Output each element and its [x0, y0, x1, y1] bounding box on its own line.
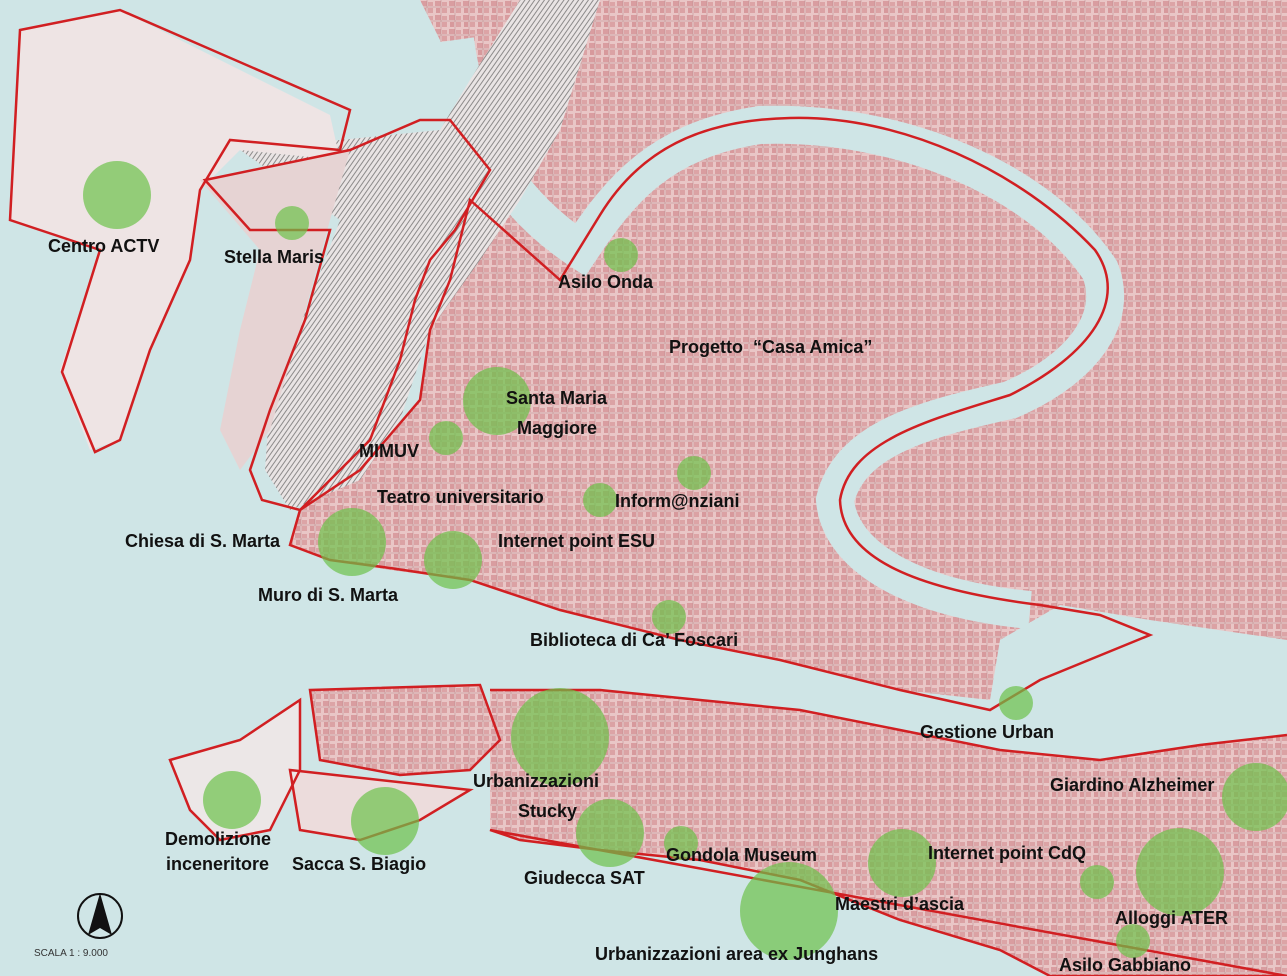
label-centro-actv: Centro ACTV	[48, 236, 160, 256]
label-santa-maria: Santa Maria	[506, 388, 608, 408]
label-informanziani: Inform@nziani	[615, 491, 740, 511]
map-scale: SCALA 1 : 9.000	[34, 948, 108, 959]
rail-yard	[240, 0, 600, 510]
marker-stella-maris[interactable]	[275, 206, 309, 240]
marker-centro-actv[interactable]	[83, 161, 151, 229]
label-muro-s-marta: Muro di S. Marta	[258, 585, 399, 605]
marker-mimuv[interactable]	[429, 421, 463, 455]
marker-chiesa-s-marta[interactable]	[318, 508, 386, 576]
label-junghans: Urbanizzazioni area ex Junghans	[595, 944, 879, 964]
marker-santa-maria-maggiore[interactable]	[463, 367, 531, 435]
marker-stucky[interactable]	[511, 688, 609, 786]
label-maggiore: Maggiore	[517, 418, 598, 438]
label-giudecca-sat: Giudecca SAT	[524, 868, 645, 888]
marker-informanziani[interactable]	[677, 456, 711, 490]
marker-asilo-onda[interactable]	[604, 238, 638, 272]
marker-giardino-alzheimer[interactable]	[1222, 763, 1287, 831]
label-demolizione: Demolizione	[165, 829, 272, 849]
marker-alloggi-ater[interactable]	[1136, 828, 1224, 916]
label-internet-point-cdq: Internet point CdQ	[928, 843, 1086, 863]
marker-teatro-universitario[interactable]	[583, 483, 617, 517]
label-casa-amica: Progetto “Casa Amica”	[669, 337, 873, 357]
city-landmass-south	[290, 115, 1110, 700]
label-urbanizzazioni-stucky-2: Stucky	[518, 801, 578, 821]
marker-maestri-ascia[interactable]	[868, 829, 936, 897]
label-biblioteca: Biblioteca di Ca’ Foscari	[530, 630, 739, 650]
label-asilo-gabbiano: Asilo Gabbiano	[1059, 955, 1192, 975]
tronchetto-island	[10, 10, 340, 450]
marker-junghans[interactable]	[740, 862, 838, 960]
label-teatro-universitario: Teatro universitario	[377, 487, 544, 507]
marker-gondola-museum[interactable]	[664, 826, 698, 860]
label-gestione-urban: Gestione Urban	[920, 722, 1055, 742]
city-landmass	[420, 0, 1287, 640]
label-mimuv: MIMUV	[359, 441, 419, 461]
label-stella-maris: Stella Maris	[224, 247, 325, 267]
marker-gestione-urban[interactable]	[999, 686, 1033, 720]
label-gondola-museum: Gondola Museum	[666, 845, 818, 865]
marker-muro-s-marta[interactable]	[424, 531, 482, 589]
marker-giudecca-sat[interactable]	[576, 799, 644, 867]
north-arrow-icon	[77, 893, 123, 939]
label-maestri-ascia: Maestri d’ascia	[835, 894, 965, 914]
label-chiesa-s-marta: Chiesa di S. Marta	[125, 531, 281, 551]
label-internet-point-esu: Internet point ESU	[498, 531, 655, 551]
grand-canal	[436, 37, 1124, 629]
marker-inceneritore[interactable]	[203, 771, 261, 829]
label-sacca-s-biagio: Sacca S. Biagio	[292, 854, 427, 874]
inceneritore-island	[170, 700, 300, 840]
marker-biblioteca[interactable]	[652, 600, 686, 634]
label-asilo-onda: Asilo Onda	[558, 272, 654, 292]
label-urbanizzazioni-stucky-1: Urbanizzazioni	[473, 771, 600, 791]
marker-internet-point-cdq[interactable]	[1080, 865, 1114, 899]
project-markers	[83, 161, 1287, 960]
sacca-island	[310, 685, 500, 775]
label-inceneritore: inceneritore	[166, 854, 270, 874]
marker-asilo-gabbiano[interactable]	[1116, 924, 1150, 958]
label-giardino-alzheimer: Giardino Alzheimer	[1050, 775, 1215, 795]
label-alloggi-ater: Alloggi ATER	[1115, 908, 1228, 928]
marker-sacca-s-biagio[interactable]	[351, 787, 419, 855]
